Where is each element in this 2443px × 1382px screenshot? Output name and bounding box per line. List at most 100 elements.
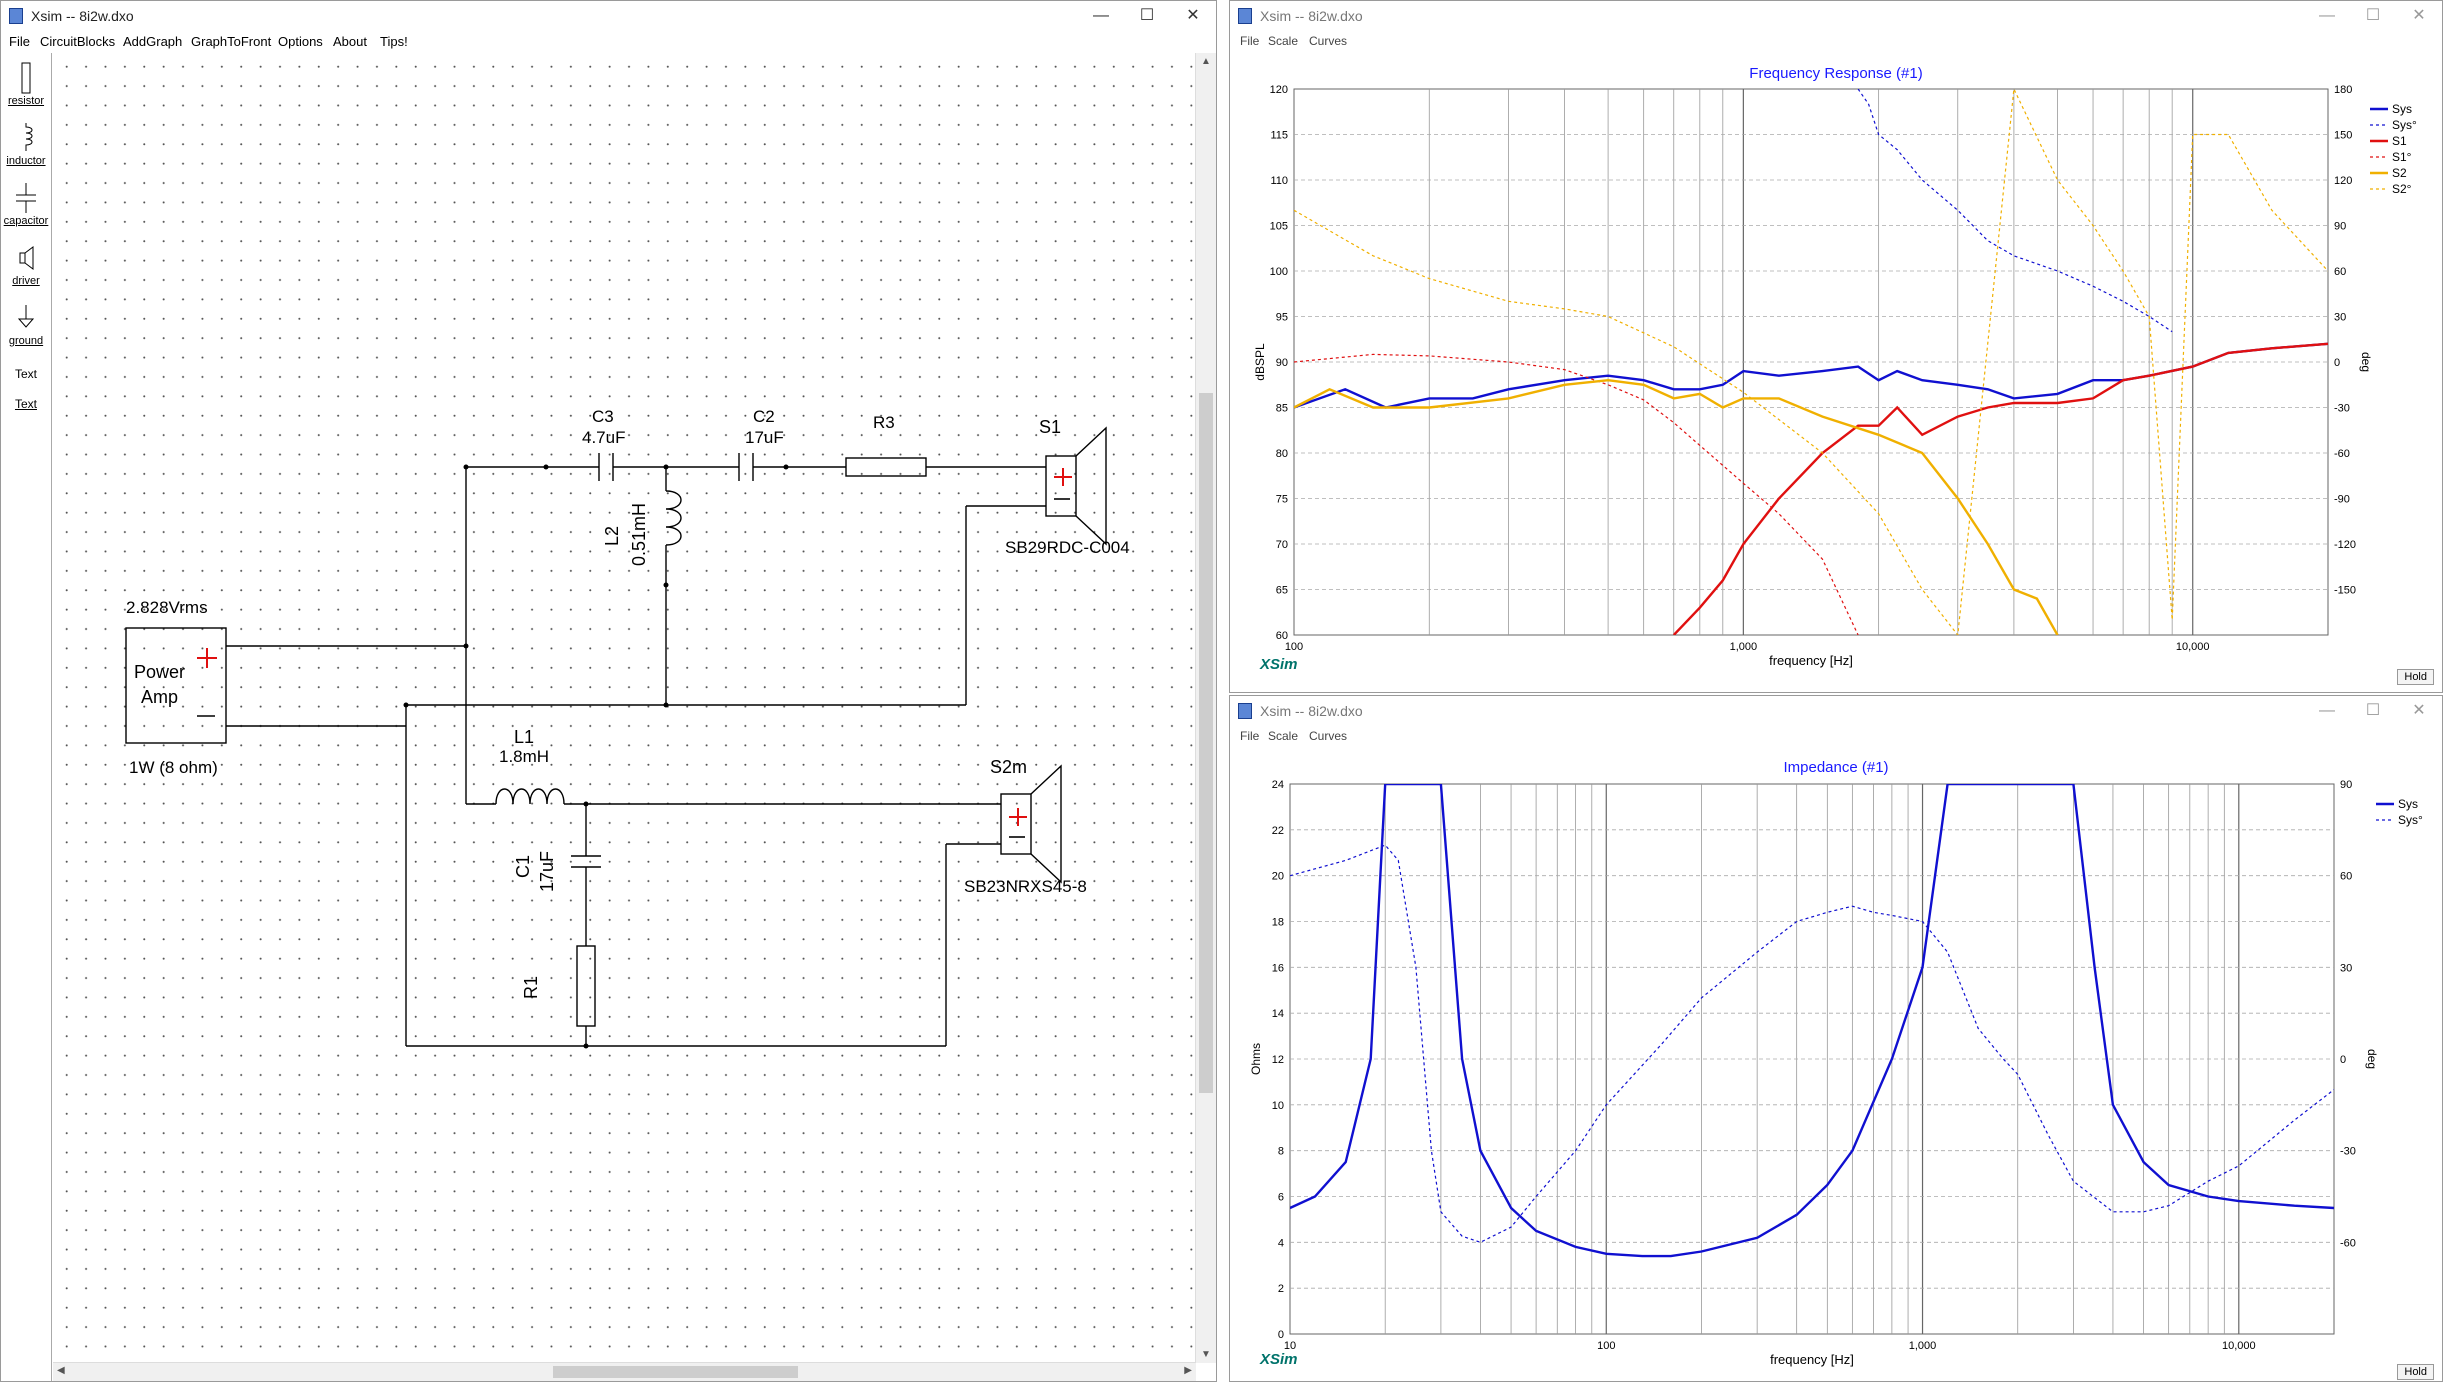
menu-file[interactable]: File: [1240, 34, 1260, 48]
legend-label: Sys°: [2392, 118, 2417, 132]
x-tick-label: 1,000: [1730, 641, 1758, 653]
scroll-thumb[interactable]: [1199, 393, 1213, 1093]
tool-ground[interactable]: ground: [1, 301, 51, 347]
y2-tick-label: 0: [2334, 357, 2340, 369]
y-tick-label: 4: [1278, 1237, 1284, 1249]
y-tick-label: 60: [1276, 630, 1288, 642]
y-tick-label: 16: [1272, 962, 1284, 974]
y2-tick-label: -30: [2334, 403, 2350, 415]
maximize-button[interactable]: ☐: [1139, 7, 1155, 24]
l1-name: L1: [514, 727, 535, 747]
series-line-s1-phase: [1294, 353, 1859, 635]
r1-name: R1: [521, 975, 541, 999]
y-tick-label: 70: [1276, 539, 1288, 551]
window-title: Xsim -- 8i2w.dxo: [1260, 8, 1363, 24]
close-button[interactable]: ✕: [2412, 7, 2426, 24]
y2-tick-label: 150: [2334, 130, 2352, 142]
schematic-canvas[interactable]: [53, 53, 1198, 1363]
y2-tick-label: -150: [2334, 585, 2356, 597]
frequency-response-chart[interactable]: 1201151101051009590858075706560180150120…: [1230, 1, 2443, 693]
l2-value: 0.51mH: [629, 502, 649, 566]
c3-value: 4.7uF: [582, 428, 626, 447]
menu-about[interactable]: About: [333, 34, 367, 49]
tool-driver[interactable]: driver: [1, 241, 51, 287]
scroll-up-icon[interactable]: ▲: [1201, 56, 1211, 67]
legend-label: Sys: [2398, 797, 2418, 811]
legend-label: S1°: [2392, 150, 2412, 164]
y2-tick-label: -60: [2334, 448, 2350, 460]
menu-options[interactable]: Options: [278, 34, 323, 49]
c1-name: C1: [513, 854, 533, 878]
tool-capacitor[interactable]: capacitor: [1, 181, 51, 227]
s2-model: SB23NRXS45-8: [964, 877, 1087, 896]
maximize-button[interactable]: ☐: [2365, 7, 2381, 24]
y-tick-label: 100: [1270, 266, 1288, 278]
series-line-s2-phase: [1294, 89, 2328, 635]
menu-addgraph[interactable]: AddGraph: [123, 34, 183, 49]
hold-button[interactable]: Hold: [2397, 669, 2434, 685]
y-axis-label: Ohms: [1249, 1043, 1263, 1075]
scroll-thumb[interactable]: [553, 1366, 798, 1378]
y-tick-label: 24: [1272, 779, 1284, 791]
tool-resistor[interactable]: resistor: [1, 61, 51, 107]
hold-button[interactable]: Hold: [2397, 1364, 2434, 1380]
minimize-button[interactable]: —: [1093, 7, 1109, 24]
y2-tick-label: 30: [2340, 962, 2352, 974]
tool-label: Text: [14, 397, 37, 411]
vertical-scrollbar[interactable]: ▲ ▼: [1195, 53, 1216, 1363]
y2-tick-label: -30: [2340, 1146, 2356, 1158]
menu-curves[interactable]: Curves: [1309, 729, 1348, 743]
y2-tick-label: -60: [2340, 1237, 2356, 1249]
menu-tips[interactable]: Tips!: [380, 34, 408, 49]
schematic-window: Xsim -- 8i2w.dxo — ☐ ✕ File CircuitBlock…: [0, 0, 1217, 1382]
tool-text-underlined[interactable]: Text: [1, 397, 51, 411]
minimize-button[interactable]: —: [2319, 702, 2335, 719]
close-button[interactable]: ✕: [2412, 702, 2426, 719]
y-tick-label: 80: [1276, 448, 1288, 460]
y-tick-label: 75: [1276, 494, 1288, 506]
menu-file[interactable]: File: [1240, 729, 1260, 743]
minimize-button[interactable]: —: [2319, 7, 2335, 24]
tool-inductor[interactable]: inductor: [1, 121, 51, 167]
menu-scale[interactable]: Scale: [1268, 34, 1299, 48]
y2-tick-label: -90: [2334, 494, 2350, 506]
window-title: Xsim -- 8i2w.dxo: [31, 8, 134, 24]
y2-axis-label: deg: [2359, 352, 2373, 372]
impedance-window: Xsim -- 8i2w.dxo — ☐ ✕ File Scale Curves…: [1229, 695, 2443, 1382]
title-bar: Xsim -- 8i2w.dxo — ☐ ✕: [1230, 696, 2442, 726]
xsim-logo: XSim: [1260, 1351, 1298, 1368]
menu-bar: File Scale Curves: [1230, 726, 2442, 748]
tool-label: inductor: [6, 155, 46, 167]
tool-text[interactable]: Text: [1, 367, 51, 381]
legend-label: Sys°: [2398, 813, 2423, 827]
driver-icon: [19, 246, 34, 270]
app-icon: [9, 8, 23, 24]
y2-tick-label: 90: [2334, 221, 2346, 233]
window-title: Xsim -- 8i2w.dxo: [1260, 703, 1363, 719]
horizontal-scrollbar[interactable]: ◀ ▶: [53, 1362, 1196, 1381]
y-tick-label: 2: [1278, 1283, 1284, 1295]
y2-tick-label: 60: [2334, 266, 2346, 278]
scroll-down-icon[interactable]: ▼: [1201, 1349, 1211, 1360]
capacitor-icon: [16, 183, 36, 213]
frequency-response-window: Xsim -- 8i2w.dxo — ☐ ✕ File Scale Curves…: [1229, 0, 2443, 693]
y2-axis-label: deg: [2365, 1049, 2379, 1069]
l2-name: L2: [602, 525, 622, 546]
component-toolbox: resistor inductor capacitor driver groun…: [1, 53, 52, 1381]
menu-scale[interactable]: Scale: [1268, 729, 1299, 743]
close-button[interactable]: ✕: [1186, 7, 1200, 24]
series-group: [1290, 784, 2334, 1258]
menu-graphtofront[interactable]: GraphToFront: [191, 34, 272, 49]
maximize-button[interactable]: ☐: [2365, 702, 2381, 719]
resistor-icon: [21, 62, 31, 94]
menu-circuitblocks[interactable]: CircuitBlocks: [40, 34, 116, 49]
y2-tick-label: 30: [2334, 312, 2346, 324]
menu-file[interactable]: File: [9, 34, 30, 49]
inductor-icon: [25, 123, 33, 151]
scroll-right-icon[interactable]: ▶: [1184, 1365, 1192, 1376]
x-tick-label: 100: [1285, 641, 1303, 653]
menu-curves[interactable]: Curves: [1309, 34, 1348, 48]
x-axis-label: frequency [Hz]: [1769, 653, 1853, 668]
scroll-left-icon[interactable]: ◀: [57, 1365, 65, 1376]
